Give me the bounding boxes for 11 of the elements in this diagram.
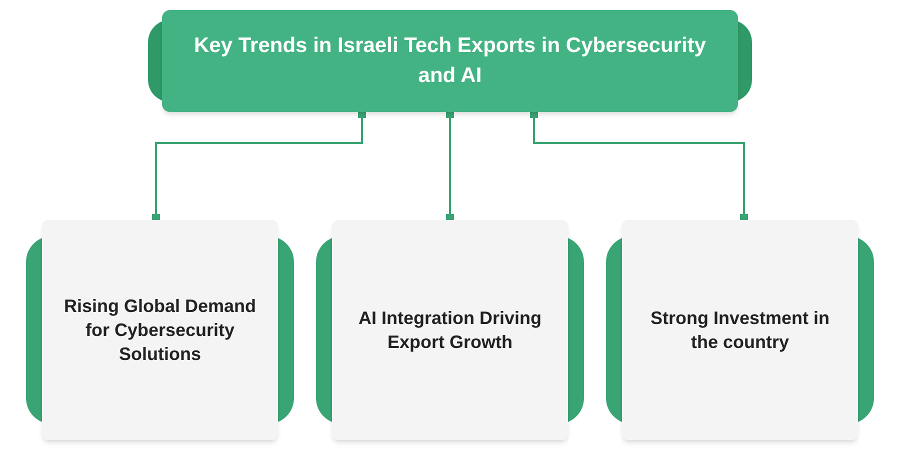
- card-text: AI Integration Driving Export Growth: [357, 307, 542, 354]
- trend-card: [622, 220, 858, 440]
- card-text: Strong Investment in the country: [649, 307, 830, 354]
- trend-card: [332, 220, 568, 440]
- card-text: Rising Global Demand for Cybersecurity Solutions: [62, 295, 258, 366]
- title-box: [162, 10, 738, 112]
- connector-line: [530, 110, 748, 222]
- connector-line: [446, 110, 454, 222]
- trend-card: [42, 220, 278, 440]
- title-text: Key Trends in Israeli Tech Exports in Cybersecurity and AI: [193, 33, 707, 89]
- connector-line: [152, 110, 366, 222]
